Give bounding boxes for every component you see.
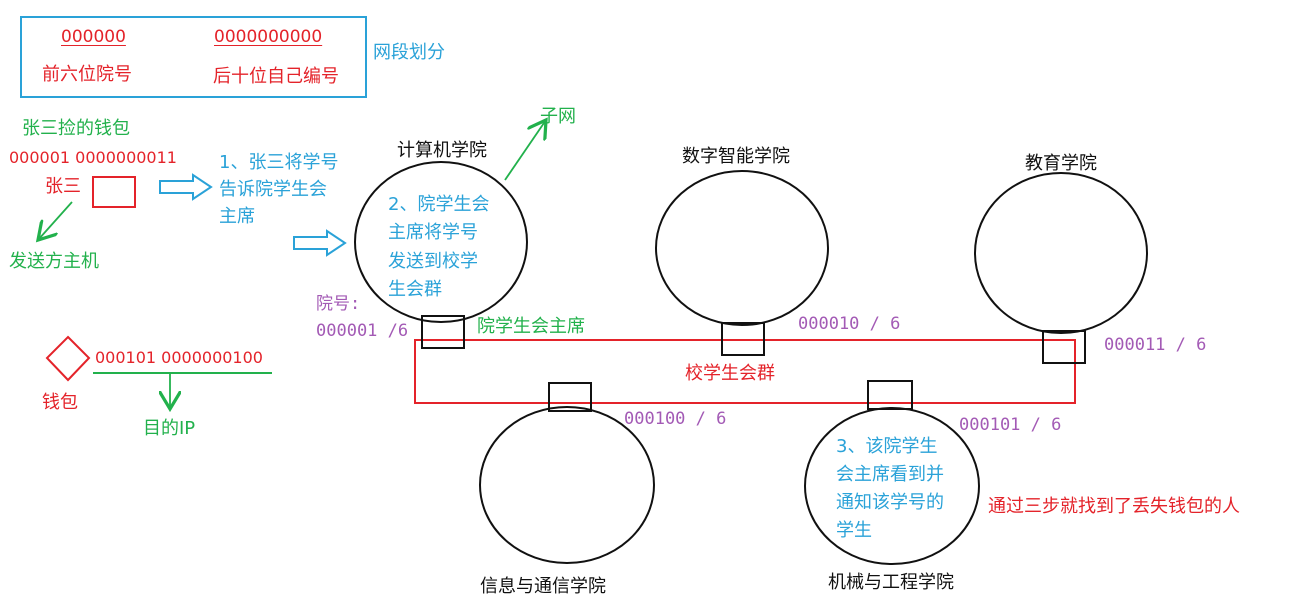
wallet-diamond bbox=[45, 335, 91, 382]
subnet-arrow bbox=[504, 120, 546, 181]
step1-hollow-arrow bbox=[159, 173, 213, 201]
college-edu-code: 000011 / 6 bbox=[1104, 335, 1207, 355]
sender-host-arrow bbox=[38, 201, 73, 240]
school-group-label: 校学生会群 bbox=[685, 363, 775, 384]
sender-id: 000001 0000000011 bbox=[9, 148, 177, 167]
step2-line-3: 发送到校学 bbox=[388, 251, 478, 272]
college-cs-code: 000001 /6 bbox=[316, 321, 409, 341]
legend-box bbox=[20, 16, 367, 98]
step1-line-2: 告诉院学生会 bbox=[219, 179, 327, 200]
college-mech-code: 000101 / 6 bbox=[959, 415, 1062, 435]
subnet-label: 子网 bbox=[540, 106, 576, 127]
sender-name: 张三 bbox=[45, 176, 81, 197]
college-edu-node bbox=[974, 172, 1148, 334]
college-digital-code: 000010 / 6 bbox=[798, 314, 901, 334]
step1-line-3: 主席 bbox=[219, 206, 255, 227]
college-info-node bbox=[479, 406, 655, 564]
college-digital-name: 数字智能学院 bbox=[682, 146, 790, 167]
legend-right-digits: 0000000000 bbox=[214, 27, 323, 47]
president-square-digital bbox=[721, 322, 765, 356]
conclusion-text: 通过三步就找到了丢失钱包的人 bbox=[988, 496, 1240, 517]
legend-left-label: 前六位院号 bbox=[42, 64, 132, 85]
president-label: 院学生会主席 bbox=[477, 316, 585, 337]
step3-line-4: 学生 bbox=[836, 520, 872, 541]
legend-title: 网段划分 bbox=[373, 42, 445, 63]
step2-line-2: 主席将学号 bbox=[388, 222, 478, 243]
college-edu-name: 教育学院 bbox=[1025, 153, 1097, 174]
legend-left-digits: 000000 bbox=[61, 27, 126, 47]
college-cs-name: 计算机学院 bbox=[397, 140, 487, 161]
step2-hollow-arrow bbox=[293, 229, 347, 257]
step3-line-1: 3、该院学生 bbox=[836, 436, 938, 457]
wallet-id: 000101 0000000100 bbox=[95, 348, 263, 367]
step2-line-4: 生会群 bbox=[388, 279, 442, 300]
college-mech-name: 机械与工程学院 bbox=[828, 572, 954, 593]
step3-line-3: 通知该学号的 bbox=[836, 492, 944, 513]
school-group-box bbox=[414, 339, 1076, 404]
sender-host-box bbox=[92, 176, 136, 208]
college-cs-code-prefix: 院号: bbox=[316, 294, 361, 314]
wallet-label: 钱包 bbox=[42, 392, 78, 413]
president-square-cs bbox=[421, 315, 465, 349]
president-square-info bbox=[548, 382, 592, 412]
college-digital-node bbox=[655, 170, 829, 326]
college-info-code: 000100 / 6 bbox=[624, 409, 727, 429]
step2-line-1: 2、院学生会 bbox=[388, 194, 490, 215]
president-square-mech bbox=[867, 380, 913, 410]
president-square-edu bbox=[1042, 330, 1086, 364]
sender-host-label: 发送方主机 bbox=[9, 251, 99, 272]
step1-line-1: 1、张三将学号 bbox=[219, 152, 339, 173]
sender-title: 张三捡的钱包 bbox=[22, 118, 130, 139]
legend-right-label: 后十位自己编号 bbox=[213, 66, 339, 87]
college-info-name: 信息与通信学院 bbox=[480, 576, 606, 597]
target-ip-label: 目的IP bbox=[143, 418, 196, 439]
college-cs-node bbox=[354, 161, 528, 323]
step3-line-2: 会主席看到并 bbox=[836, 464, 944, 485]
